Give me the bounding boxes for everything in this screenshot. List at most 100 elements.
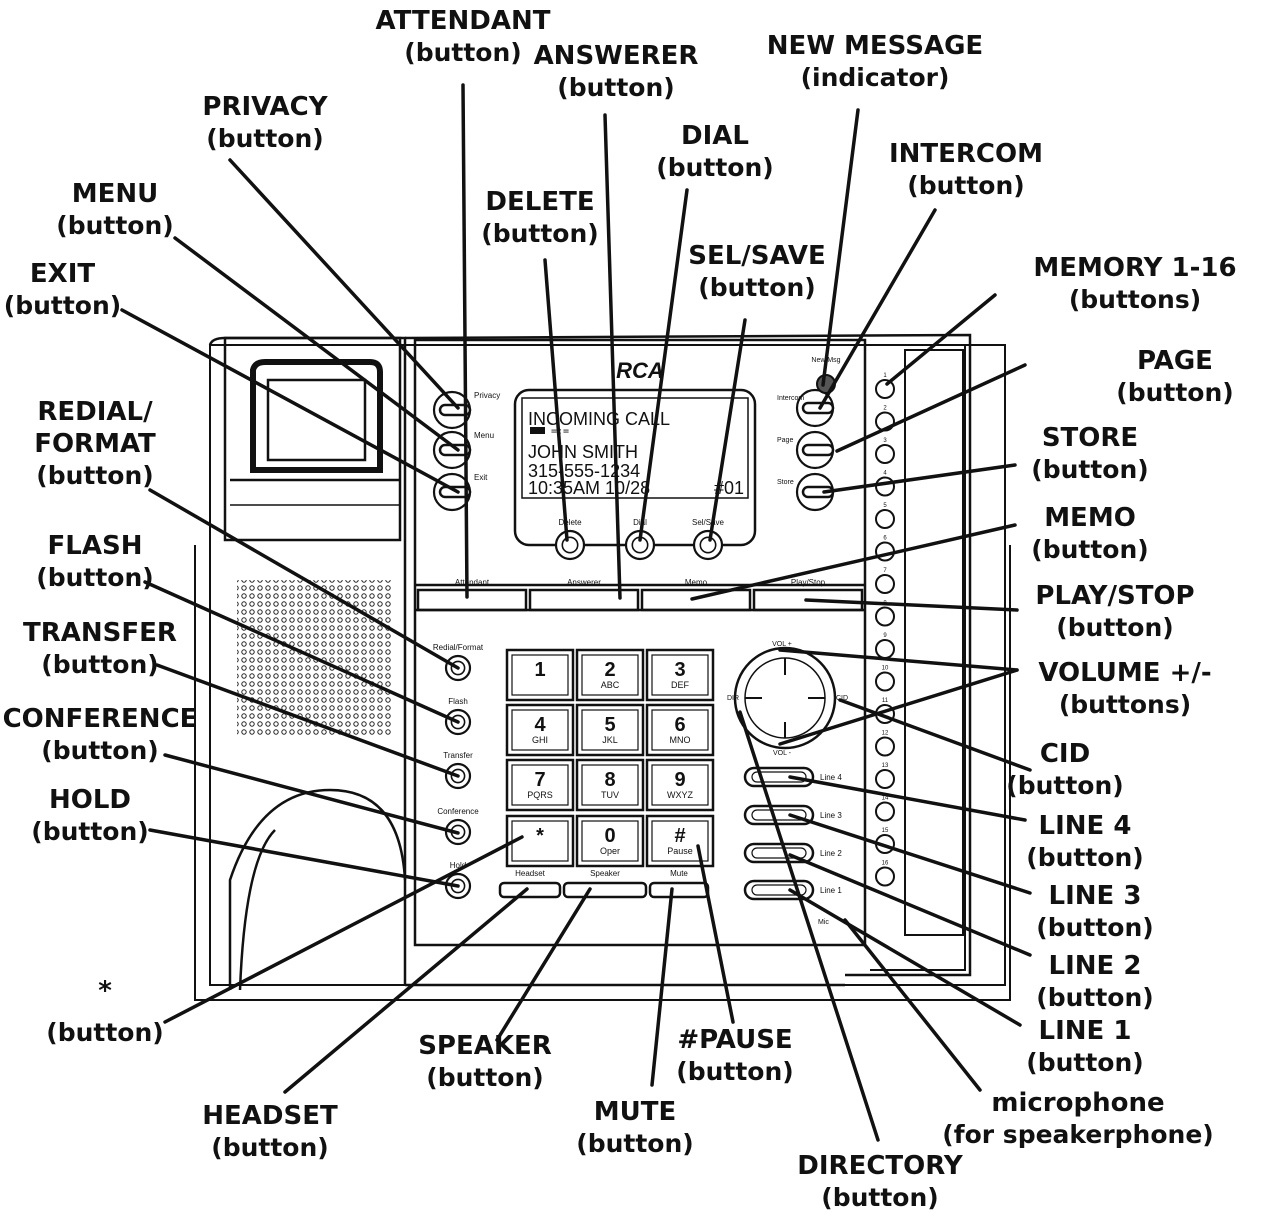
callout-transfer: TRANSFER(button) xyxy=(23,618,177,679)
label-attendant: Attendant xyxy=(455,578,490,587)
lcd-line-4-time: 10:35AM 10/28 xyxy=(528,478,650,498)
keypad-key-2[interactable] xyxy=(575,648,645,702)
keypad-key-inner-3 xyxy=(651,654,709,696)
memory-button-9[interactable] xyxy=(875,639,895,659)
handset-cradle xyxy=(223,336,402,542)
label-privacy: Privacy xyxy=(474,391,500,400)
btn-speaker[interactable] xyxy=(562,881,648,899)
label-play-stop: Play/Stop xyxy=(791,578,826,587)
memory-number: 16 xyxy=(882,861,889,867)
keypad-key-3[interactable] xyxy=(645,648,715,702)
btn-line3-inner xyxy=(751,809,807,821)
callout-exit: EXIT(button) xyxy=(3,259,122,320)
btn-line4-inner xyxy=(751,771,807,783)
label-intercom: Intercom xyxy=(777,395,804,402)
btn-page[interactable] xyxy=(801,443,835,457)
btn-menu[interactable] xyxy=(438,443,472,457)
keypad-digit: 3 xyxy=(674,659,685,681)
callout-privacy: PRIVACY(button) xyxy=(202,92,328,153)
btn-headset[interactable] xyxy=(498,881,562,899)
label-cid: CID xyxy=(836,695,848,702)
callout-page: PAGE(button) xyxy=(1116,346,1234,407)
keypad-key-5[interactable] xyxy=(575,703,645,757)
btn-sel-save[interactable] xyxy=(692,529,724,561)
keypad-letters: PQRS xyxy=(527,790,553,800)
keypad-key-9[interactable] xyxy=(645,758,715,812)
keypad-key-8[interactable] xyxy=(575,758,645,812)
btn-line4[interactable] xyxy=(743,766,815,788)
keypad-digit: 8 xyxy=(604,769,615,791)
callout-attendant: ATTENDANT(button) xyxy=(375,6,551,67)
keypad-key-inner-12 xyxy=(651,820,709,862)
btn-sel-save-inner xyxy=(699,536,717,554)
keypad-key-6[interactable] xyxy=(645,703,715,757)
callout-play-stop: PLAY/STOP(button) xyxy=(1035,581,1195,642)
keypad-digit: 1 xyxy=(534,659,545,681)
label-page: Page xyxy=(777,437,793,444)
keypad-digit: 2 xyxy=(604,659,615,681)
callout-redial-format: REDIAL/FORMAT(button) xyxy=(34,397,156,490)
memory-button-8[interactable] xyxy=(875,606,895,627)
keypad-key-inner-1 xyxy=(511,654,569,696)
keypad-key-7[interactable] xyxy=(505,758,575,812)
memory-button-16[interactable] xyxy=(875,866,895,887)
memory-number: 11 xyxy=(882,698,889,704)
keypad-key-inner-9 xyxy=(651,764,709,806)
label-delete: Delete xyxy=(558,518,582,527)
lcd-line-3: 315-555-1234 xyxy=(528,461,640,481)
memory-number: 7 xyxy=(883,568,887,574)
callout-memory: MEMORY 1-16(buttons) xyxy=(1033,253,1237,314)
btn-mute[interactable] xyxy=(648,881,710,899)
memory-number: 13 xyxy=(882,763,889,769)
memory-button-12[interactable] xyxy=(875,736,895,757)
callout-new-message: NEW MESSAGE(indicator) xyxy=(766,31,984,92)
keypad-key-1[interactable] xyxy=(505,648,575,702)
memory-number: 1 xyxy=(883,373,887,379)
label-hold: Hold xyxy=(450,861,466,870)
label-vol-plus: VOL + xyxy=(772,641,792,648)
lcd-line-2: JOHN SMITH xyxy=(528,442,638,462)
callout-directory: DIRECTORY(button) xyxy=(797,1151,963,1212)
memory-button-3[interactable] xyxy=(875,444,895,464)
keypad-digit: 0 xyxy=(604,825,615,847)
label-redial-format: Redial/Format xyxy=(433,643,484,652)
callout-mute: MUTE(button) xyxy=(576,1097,694,1158)
label-mic: Mic xyxy=(818,919,829,926)
callout-volume: VOLUME +/-(buttons) xyxy=(1038,658,1212,719)
label-mute: Mute xyxy=(670,869,688,878)
handset-rest xyxy=(228,788,407,991)
callout-store: STORE(button) xyxy=(1031,423,1149,484)
label-memo: Memo xyxy=(685,578,708,587)
memory-button-13[interactable] xyxy=(875,769,895,789)
keypad-letters: Oper xyxy=(600,846,620,856)
callout-conference: CONFERENCE(button) xyxy=(2,704,198,765)
memory-number: 10 xyxy=(882,666,889,672)
keypad-digit: 6 xyxy=(674,714,685,736)
memory-button-10[interactable] xyxy=(875,671,895,692)
callout-star: *(button) xyxy=(46,976,164,1047)
callout-delete: DELETE(button) xyxy=(481,187,599,248)
label-sel-save: Sel/Save xyxy=(692,518,725,527)
keypad-key-11[interactable] xyxy=(575,814,645,868)
label-store: Store xyxy=(777,479,794,486)
memory-button-4[interactable] xyxy=(875,476,895,497)
callout-line3: LINE 3(button) xyxy=(1036,881,1154,942)
memory-button-14[interactable] xyxy=(875,801,895,822)
memory-button-7[interactable] xyxy=(875,574,895,594)
keypad-key-4[interactable] xyxy=(505,703,575,757)
callout-line1: LINE 1(button) xyxy=(1026,1016,1144,1077)
memory-button-1[interactable] xyxy=(875,379,895,399)
memory-number: 15 xyxy=(882,828,889,834)
keypad-key-inner-6 xyxy=(651,709,709,751)
btn-line3[interactable] xyxy=(743,804,815,826)
keypad-letters: WXYZ xyxy=(667,790,694,800)
keypad-digit: 9 xyxy=(674,769,685,791)
callout-memo: MEMO(button) xyxy=(1031,503,1149,564)
label-transfer: Transfer xyxy=(443,751,473,760)
btn-intercom[interactable] xyxy=(801,401,835,415)
btn-delete[interactable] xyxy=(554,529,586,561)
keypad-key-inner-11 xyxy=(581,820,639,862)
memory-button-5[interactable] xyxy=(875,509,895,529)
keypad-letters: DEF xyxy=(671,680,690,690)
callout-cid: CID(button) xyxy=(1006,739,1124,800)
